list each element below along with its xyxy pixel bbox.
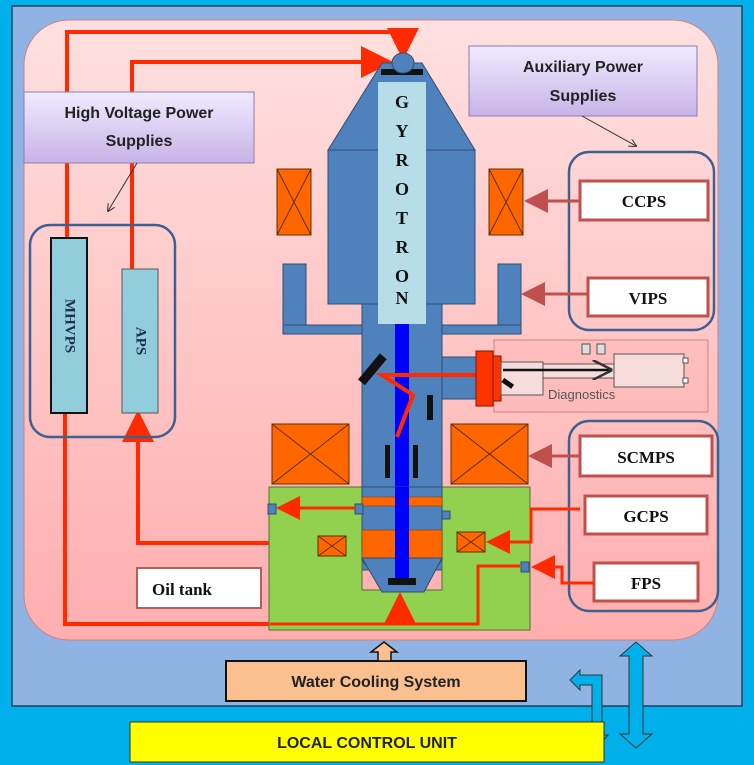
collector-plate-b: [388, 578, 416, 585]
electron-gun: [391, 52, 415, 74]
mhvps-line-tank: [270, 564, 520, 626]
hv-supplies-group: [28, 223, 177, 439]
gyrotron-label: G Y R O T R O N: [395, 92, 410, 308]
water-cooling-box: [225, 660, 527, 702]
gyrotron-letter: T: [396, 208, 408, 228]
oil-tank-label-box: [136, 567, 262, 609]
left-bracket-post: [282, 263, 307, 327]
local-control-unit-box: [129, 721, 605, 763]
output-window-flange: [475, 350, 494, 407]
vips-box: [586, 276, 710, 318]
gun-coil-left: [317, 535, 347, 557]
sc-magnet-left: [271, 423, 350, 485]
gyrotron-letter: R: [396, 237, 410, 257]
aux-supplies-group: [567, 150, 716, 332]
left-bracket-arm: [282, 324, 363, 335]
lower-supplies-group: [567, 419, 720, 613]
gyrotron-letter: N: [396, 288, 409, 308]
diagnostics-block: Diagnostics: [475, 339, 709, 413]
gyrotron-letter: R: [396, 150, 410, 170]
hv-callout: [23, 91, 255, 164]
aux-callout-line2: Supplies: [550, 88, 617, 105]
scmps-label: SCMPS: [617, 448, 675, 467]
enclosure-control-arrow: [618, 641, 654, 749]
fps-label: FPS: [631, 574, 661, 593]
gun-coil-right: [456, 531, 486, 553]
aps-label: APS: [133, 327, 149, 355]
gyrotron-letter: Y: [396, 121, 409, 141]
cathode-coil-right: [488, 168, 524, 236]
electron-beam-lower: [395, 487, 409, 580]
mhvps-box: [50, 237, 88, 414]
mhvps-label: MHVPS: [62, 299, 78, 353]
gcps-arrow: [486, 507, 580, 554]
mirror-4: [413, 445, 418, 478]
gcps-box: [583, 494, 709, 536]
gyrotron-letter: O: [395, 266, 409, 286]
aux-callout-line1: Auxiliary Power: [523, 59, 643, 76]
aux-callout: [468, 45, 698, 117]
right-bracket-post: [497, 263, 522, 327]
sc-magnet-right: [450, 423, 529, 485]
hv-callout-pointer: [108, 162, 138, 211]
vips-label: VIPS: [629, 289, 668, 308]
cathode-coil-left: [276, 168, 312, 236]
oil-tank-label: Oil tank: [152, 580, 213, 599]
local-control-unit-label: LOCAL CONTROL UNIT: [277, 735, 457, 752]
connector-gyrotron-right: [441, 510, 451, 520]
aux-callout-pointer: [581, 115, 636, 146]
water-cooling-up-arrow: [368, 641, 400, 662]
gyrotron-label-column: [378, 82, 426, 324]
connector-fps: [520, 561, 530, 573]
mirror-3: [385, 445, 390, 478]
gyrotron-letter: G: [395, 92, 409, 112]
aps-line-top: [130, 46, 393, 270]
hv-callout-line1: High Voltage Power: [64, 105, 213, 122]
hv-callout-line2: Supplies: [106, 133, 173, 150]
diagnostics-label: Diagnostics: [548, 387, 616, 402]
launcher-mirror: [358, 353, 387, 386]
right-bracket-arm: [441, 324, 522, 335]
ccps-label: CCPS: [622, 192, 666, 211]
gcps-label: GCPS: [623, 507, 668, 526]
connector-aps-tank: [267, 503, 277, 515]
microwave-path: [375, 373, 478, 438]
fps-arrow: [531, 555, 594, 585]
ccps-box: [578, 179, 710, 222]
gyrotron-letter: O: [395, 179, 409, 199]
mirror-2: [427, 395, 433, 420]
water-cooling-label: Water Cooling System: [291, 674, 460, 691]
aps-box: [121, 268, 159, 414]
connector-gyrotron-left: [354, 503, 364, 515]
